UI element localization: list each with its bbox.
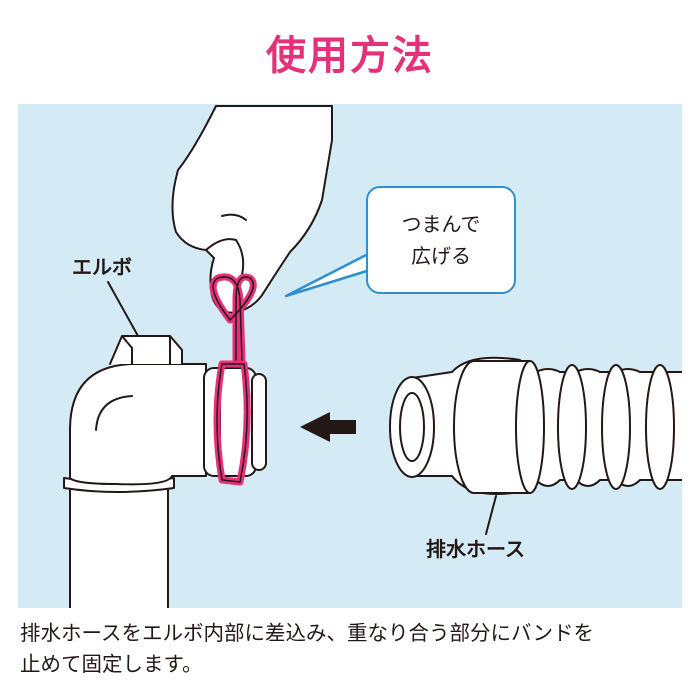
drain-hose [389,356,682,495]
illustration-panel: つまんで 広げる エルボ 排水ホース [18,104,682,608]
vertical-pipe [69,489,169,608]
arrow-left-icon [300,412,356,442]
illustration [63,105,682,608]
callout-bubble: つまんで 広げる [366,186,516,294]
elbow-top-bracket [109,335,183,365]
instruction-caption: 排水ホースをエルボ内部に差込み、重なり合う部分にバンドを 止めて固定します。 [20,618,690,680]
caption-line-2: 止めて固定します。 [20,652,203,676]
elbow-label: エルボ [72,255,132,279]
callout-line-1: つまんで [401,212,481,236]
hose-leader-line [485,495,497,535]
page-title: 使用方法 [266,33,434,79]
caption-line-1: 排水ホースをエルボ内部に差込み、重なり合う部分にバンドを [20,621,594,645]
elbow-body [69,363,207,486]
elbow-leader-line [107,281,139,337]
callout-pointer [284,250,374,298]
callout-line-2: 広げる [411,244,471,268]
drain-hose-label: 排水ホース [426,537,525,561]
